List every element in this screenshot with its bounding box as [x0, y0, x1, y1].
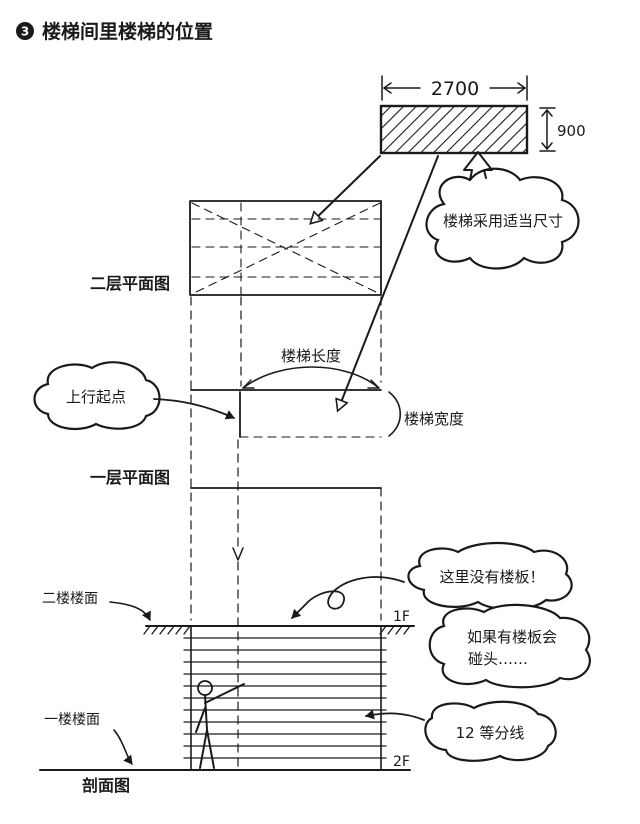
level-mark-lower: 2F — [393, 754, 410, 770]
second-floor-stairwell — [189, 200, 382, 296]
note-cloud-divide: 12 等分线 — [365, 700, 557, 762]
second-floor-surface-label: 二楼楼面 — [42, 591, 98, 607]
second-floor-surface-arrow — [109, 601, 151, 621]
stair-length-arc-tick-left — [242, 379, 255, 389]
page-title: 楼梯间里楼梯的位置 — [42, 20, 213, 43]
note-cloud-no-slab: 这里没有楼板！ — [291, 541, 573, 619]
person-figure — [195, 680, 245, 769]
up-start-bubble — [33, 361, 161, 431]
person-body — [195, 683, 245, 769]
first-floor-surface-arrow — [113, 729, 133, 765]
hit-head-note-line2: 碰头…… — [468, 650, 528, 668]
step-number: 3 — [21, 25, 29, 39]
height-dim-tick-top — [541, 109, 553, 117]
hit-head-bubble — [428, 603, 591, 689]
header: 3 楼梯间里楼梯的位置 — [16, 20, 213, 43]
second-floor-slab-hatch-left — [143, 625, 191, 635]
stair-block: 2700 900 — [379, 75, 586, 155]
arrow-to-second-floor — [311, 155, 381, 223]
appropriate-size-note: 楼梯采用适当尺寸 — [443, 212, 563, 230]
divide-note: 12 等分线 — [456, 724, 525, 742]
divide-arrow — [365, 709, 425, 721]
first-floor-plan-label: 一层平面图 — [90, 468, 170, 487]
width-dim-tick-left — [383, 82, 392, 94]
divide-bubble — [424, 700, 557, 762]
stair-width-brace — [388, 391, 402, 437]
second-floor-slab-hatch-right — [379, 625, 411, 635]
first-floor-surface-label: 一楼楼面 — [44, 712, 100, 728]
second-floor-plan-label: 二层平面图 — [90, 274, 170, 293]
divide-lines — [183, 637, 387, 759]
second-floor-opening-diagonal-b — [191, 202, 381, 295]
height-dimension-value: 900 — [557, 122, 586, 140]
projection-arrowhead — [232, 547, 244, 561]
note-cloud-up-start: 上行起点 — [33, 361, 235, 431]
note-cloud-hit-head: 如果有楼板会 碰头…… — [428, 603, 591, 689]
section: 1F 2F 二楼楼面 一楼楼面 剖面图 — [39, 591, 415, 795]
hit-head-note-line1: 如果有楼板会 — [467, 628, 557, 646]
step-badge — [16, 22, 34, 40]
person-head — [197, 680, 213, 696]
stair-length-arc — [242, 366, 380, 389]
height-dim-tick-bottom — [541, 142, 553, 150]
no-slab-bubble — [407, 541, 573, 611]
stair-block-hatch — [379, 104, 529, 155]
first-floor-plan: 楼梯长度 楼梯宽度 一层平面图 — [90, 347, 464, 489]
no-slab-loop-arrow — [291, 576, 405, 619]
stair-length-arc-tick-right — [367, 379, 380, 389]
stair-width-label: 楼梯宽度 — [404, 410, 464, 428]
up-start-arrow — [153, 398, 235, 420]
note-cloud-appropriate-size: 楼梯采用适当尺寸 — [425, 151, 580, 270]
width-dim-tick-right — [517, 82, 526, 94]
cloud-pointer-up-arrow — [463, 151, 493, 181]
up-start-label: 上行起点 — [66, 388, 126, 406]
level-mark-upper: 1F — [393, 609, 410, 625]
arrow-to-first-floor — [338, 155, 439, 410]
stair-length-label: 楼梯长度 — [281, 347, 341, 365]
second-floor-plan: 二层平面图 — [90, 200, 382, 296]
section-label: 剖面图 — [82, 776, 130, 795]
no-slab-note: 这里没有楼板！ — [439, 568, 544, 586]
width-dimension-value: 2700 — [431, 78, 479, 100]
